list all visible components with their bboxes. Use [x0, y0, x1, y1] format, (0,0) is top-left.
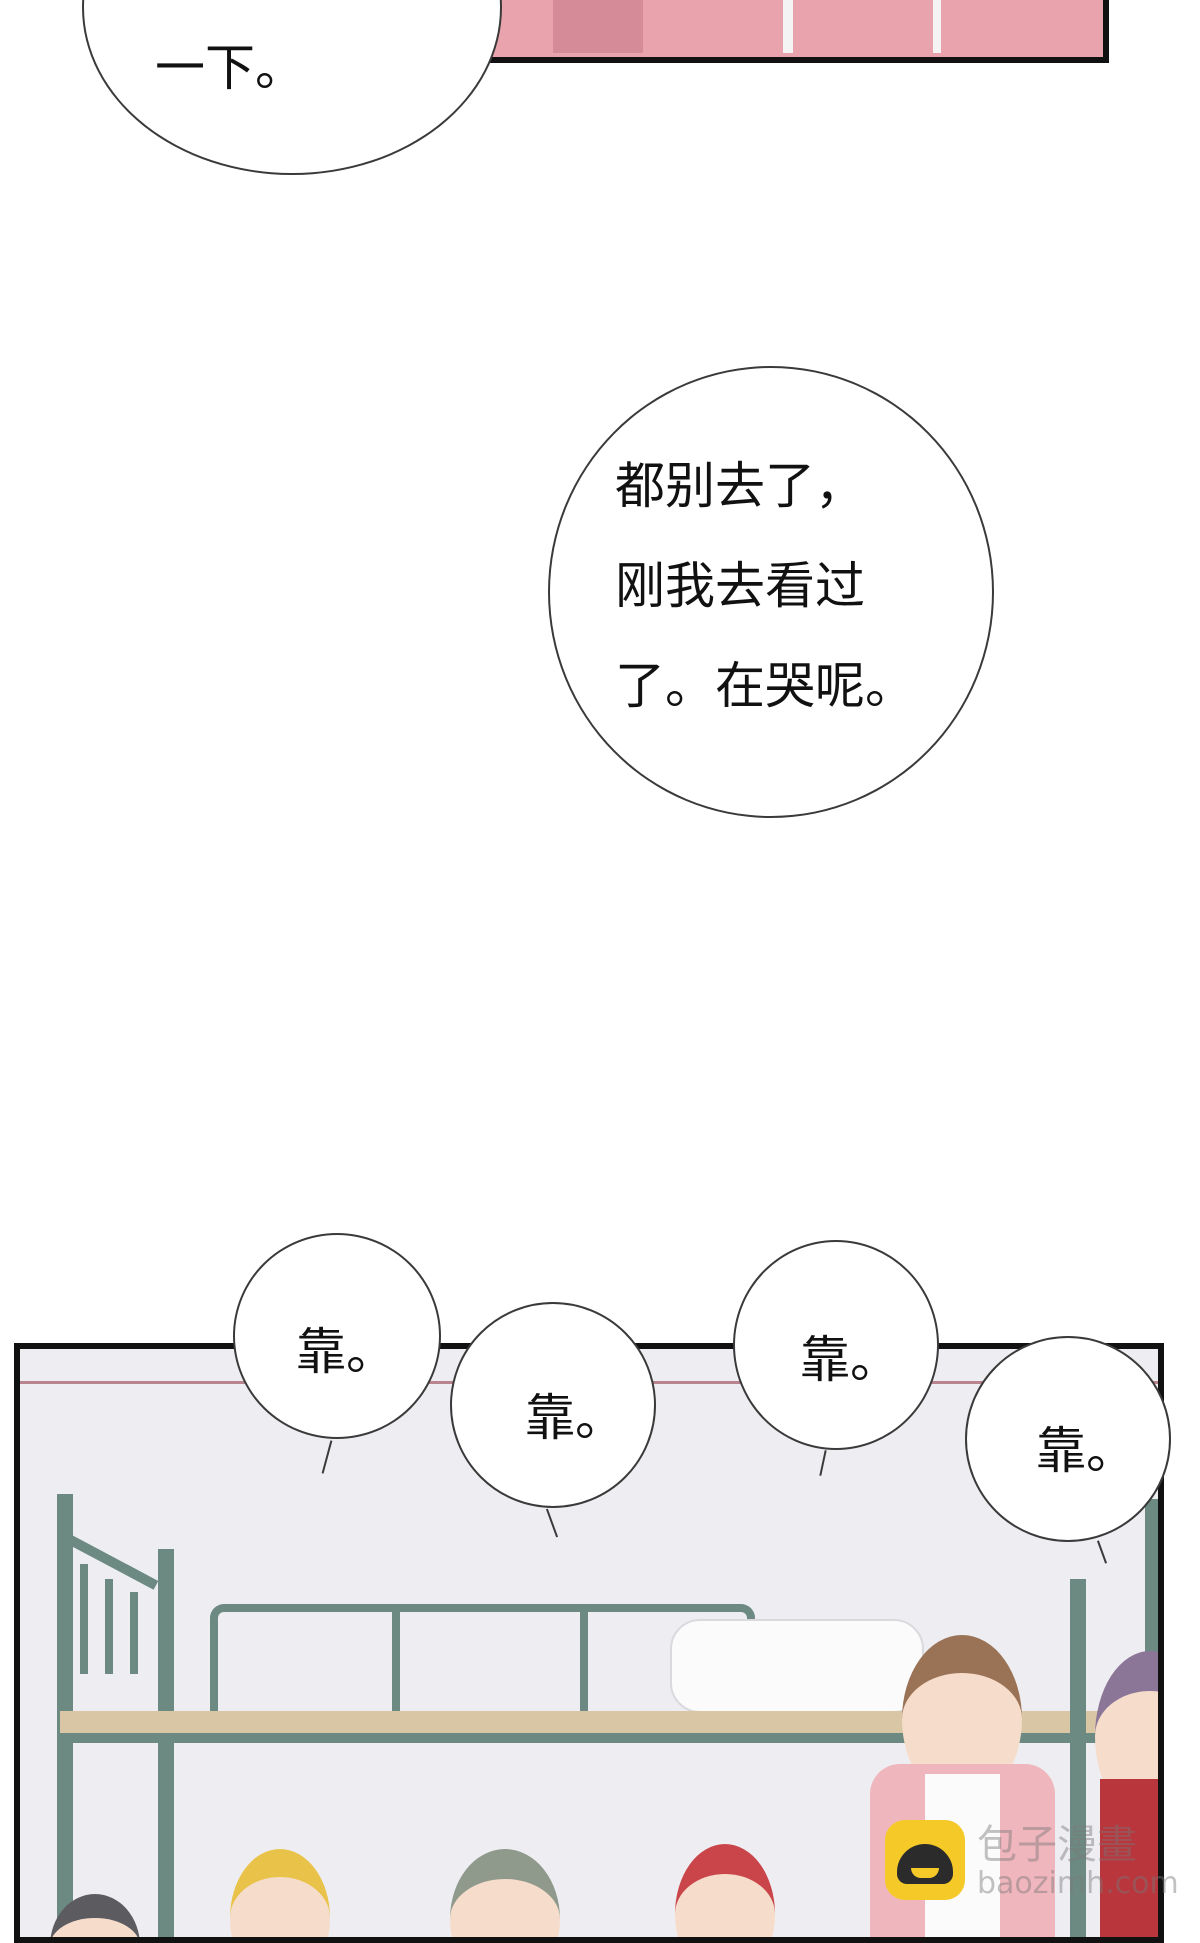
speech-bubble-kao-3 — [733, 1240, 939, 1450]
speech-text-top: 一下。 — [155, 39, 305, 97]
speech-line-1: 都别去了， — [615, 457, 865, 515]
bed-post — [1070, 1579, 1086, 1937]
watermark-text-cn: 包子漫畫 — [977, 1822, 1137, 1868]
ladder-wood — [1160, 1499, 1164, 1799]
character-red-cap — [675, 1844, 775, 1937]
bed-rail-bottom — [60, 1733, 1158, 1743]
bed-board — [60, 1711, 1158, 1733]
speech-bubble-middle — [548, 366, 994, 818]
bun-logo-mouth — [911, 1868, 939, 1878]
top-panel — [393, 0, 1109, 63]
bed-headboard-bar — [580, 1611, 588, 1711]
bed-headboard-bar — [392, 1611, 400, 1711]
speech-bubble-kao-1 — [233, 1233, 441, 1439]
speech-bubble-kao-4 — [965, 1336, 1171, 1542]
speech-text-kao-3: 靠。 — [800, 1331, 900, 1389]
bed-rail — [80, 1564, 88, 1674]
bun-logo-icon — [885, 1820, 965, 1900]
character-blonde — [230, 1849, 330, 1937]
fabric-fold — [553, 0, 643, 53]
bed-post — [158, 1549, 174, 1937]
speech-text-kao-4: 靠。 — [1036, 1422, 1136, 1480]
speech-line-3: 了。在哭呢。 — [615, 657, 915, 715]
watermark-text-en: baozimh.com — [977, 1866, 1179, 1901]
speech-text-kao-1: 靠。 — [296, 1323, 396, 1381]
bed-rail — [105, 1579, 113, 1674]
bed-rail — [130, 1592, 138, 1674]
speech-bubble-kao-2 — [450, 1302, 656, 1508]
bun-logo-face — [897, 1844, 953, 1884]
fabric-fold — [783, 0, 793, 53]
watermark: 包子漫畫 baozimh.com — [885, 1810, 1185, 1905]
fabric-fold — [933, 0, 941, 53]
speech-text-kao-2: 靠。 — [525, 1389, 625, 1447]
pillow — [670, 1619, 924, 1713]
character-gray-hair — [450, 1849, 560, 1937]
speech-line-2: 刚我去看过 — [615, 557, 865, 615]
